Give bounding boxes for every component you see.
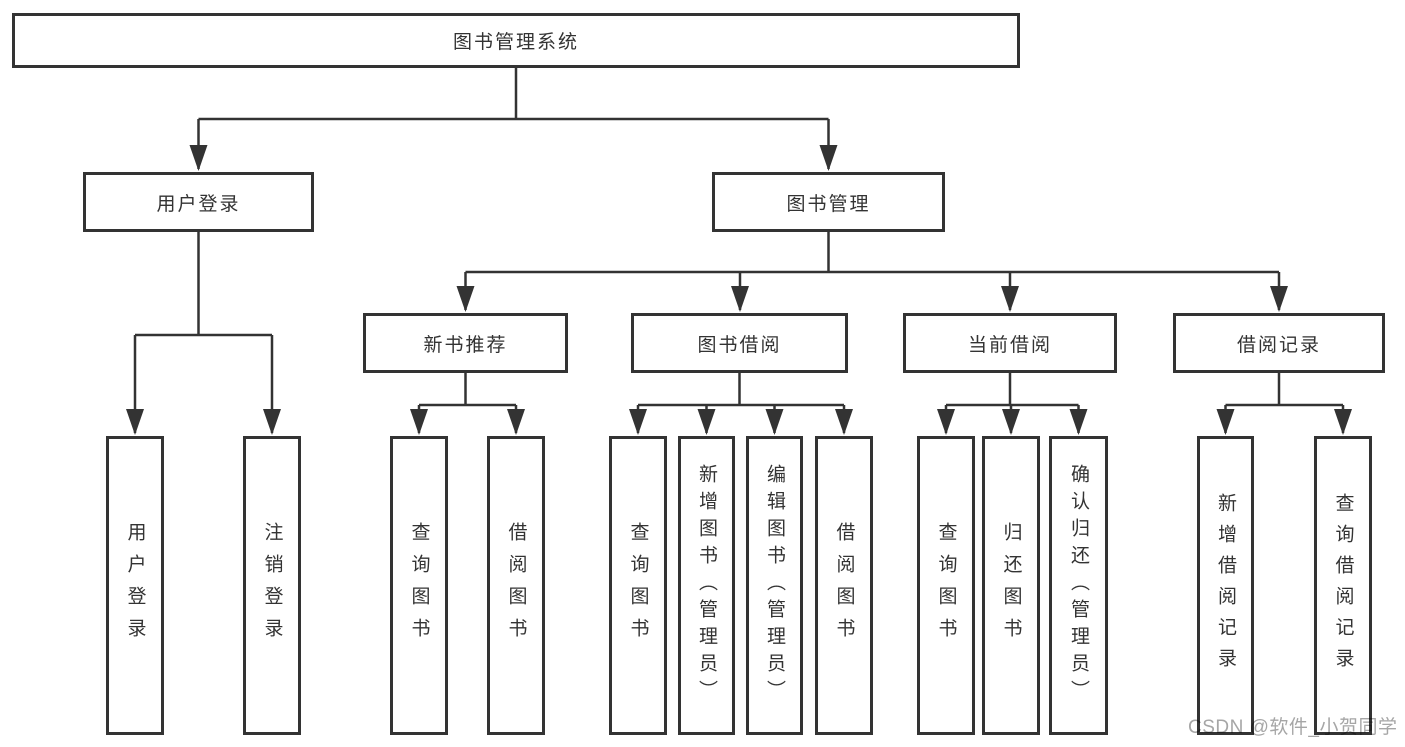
node-user-login-label: 用户登录 [156,193,241,215]
leaf-recommend-query-books: 查询图书 [390,436,448,735]
leaf-borrow-books: 借阅图书 [815,436,873,735]
leaf-add-book-admin: 新增图书（管理员） [678,436,735,735]
node-root: 图书管理系统 [12,13,1020,68]
node-current-borrow: 当前借阅 [903,313,1117,373]
leaf-add-book-admin-label: 新增图书（管理员） [696,464,717,707]
csdn-watermark: CSDN @软件_小贺同学 [1188,717,1398,738]
node-root-label: 图书管理系统 [452,32,579,53]
leaf-return-books-label: 归还图书 [1000,521,1022,650]
leaf-recommend-query-books-label: 查询图书 [408,521,430,650]
leaf-borrow-query-books: 查询图书 [609,436,667,735]
leaf-confirm-return-admin-label: 确认归还（管理员） [1068,464,1089,707]
leaf-add-borrow-record: 新增借阅记录 [1197,436,1254,735]
leaf-return-books: 归还图书 [982,436,1040,735]
leaf-recommend-borrow-books-label: 借阅图书 [505,521,527,650]
leaf-logout: 注销登录 [243,436,301,735]
node-user-login: 用户登录 [83,172,314,232]
leaf-logout-label: 注销登录 [261,521,283,650]
node-borrow-records-label: 借阅记录 [1236,334,1321,356]
leaf-current-query-books-label: 查询图书 [935,521,957,650]
node-borrow-records: 借阅记录 [1173,313,1385,373]
leaf-edit-book-admin-label: 编辑图书（管理员） [764,464,785,707]
leaf-add-borrow-record-label: 新增借阅记录 [1215,492,1236,679]
leaf-confirm-return-admin: 确认归还（管理员） [1049,436,1108,735]
leaf-borrow-books-label: 借阅图书 [833,521,855,650]
leaf-query-borrow-record: 查询借阅记录 [1314,436,1372,735]
leaf-user-login-label: 用户登录 [124,521,146,650]
leaf-edit-book-admin: 编辑图书（管理员） [746,436,803,735]
leaf-current-query-books: 查询图书 [917,436,975,735]
node-new-book-recommend-label: 新书推荐 [423,334,508,356]
leaf-recommend-borrow-books: 借阅图书 [487,436,545,735]
leaf-borrow-query-books-label: 查询图书 [627,521,649,650]
node-new-book-recommend: 新书推荐 [363,313,568,373]
leaf-query-borrow-record-label: 查询借阅记录 [1332,492,1354,679]
node-current-borrow-label: 当前借阅 [967,334,1052,356]
node-book-management-label: 图书管理 [786,193,871,215]
node-book-borrow: 图书借阅 [631,313,848,373]
node-book-borrow-label: 图书借阅 [697,334,782,356]
leaf-user-login: 用户登录 [106,436,164,735]
node-book-management: 图书管理 [712,172,945,232]
